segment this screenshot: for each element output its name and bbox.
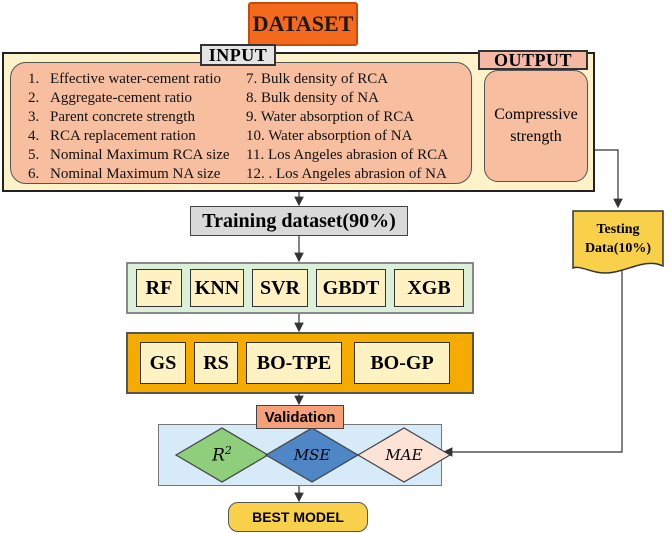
metric-mae-label: MAE [385, 446, 423, 464]
arrow-output-to-testing [595, 149, 623, 209]
metric-mse-label: MSE [293, 446, 331, 464]
input-item: 7. Bulk density of RCA [246, 71, 389, 87]
arrow-testing-to-validation [442, 262, 623, 457]
optimizer-rs: RS [194, 342, 238, 384]
input-item: 10. Water absorption of NA [246, 128, 413, 144]
document-shape [572, 210, 664, 274]
output-label: OUTPUT [478, 50, 588, 70]
model-gbdt: GBDT [316, 269, 386, 307]
optimizer-bo-gp: BO-GP [354, 342, 450, 384]
output-box: Compressive strength [484, 70, 588, 182]
dataset-box: DATASET [248, 2, 358, 46]
input-label: INPUT [200, 44, 276, 66]
best-model-box: BEST MODEL [228, 502, 368, 532]
input-item: 2.Aggregate-cement ratio [28, 90, 193, 106]
testing-label-line1: Testing [596, 222, 640, 237]
validation-label: Validation [256, 405, 344, 429]
testing-data-box: Testing Data(10%) [572, 210, 664, 280]
input-item: 3.Parent concrete strength [28, 109, 195, 125]
optimizer-bo-tpe: BO-TPE [246, 342, 342, 384]
input-item: 4.RCA replacement ration [28, 128, 196, 144]
output-text-line1: Compressive [494, 106, 578, 123]
input-item: 11. Los Angeles abrasion of RCA [246, 147, 448, 163]
input-features-panel [10, 62, 472, 184]
model-svr: SVR [252, 269, 308, 307]
input-item: 12. . Los Angeles abrasion of NA [246, 166, 447, 182]
metric-r2-label: R2 [212, 444, 232, 466]
input-item: 5.Nominal Maximum RCA size [28, 147, 230, 163]
input-item: 6.Nominal Maximum NA size [28, 166, 221, 182]
input-item: 8. Bulk density of NA [246, 90, 379, 106]
input-list-right: 7. Bulk density of RCA 8. Bulk density o… [246, 70, 448, 184]
model-knn: KNN [190, 269, 244, 307]
optimizer-gs: GS [140, 342, 186, 384]
input-item: 9. Water absorption of RCA [246, 109, 415, 125]
model-xgb: XGB [394, 269, 464, 307]
testing-label-line2: Data(10%) [584, 241, 652, 256]
model-rf: RF [136, 269, 182, 307]
input-item: 1.Effective water-cement ratio [28, 71, 221, 87]
output-text-line2: strength [510, 128, 562, 145]
training-dataset-box: Training dataset(90%) [190, 206, 408, 236]
input-list-left: 1.Effective water-cement ratio 2.Aggrega… [28, 70, 230, 184]
